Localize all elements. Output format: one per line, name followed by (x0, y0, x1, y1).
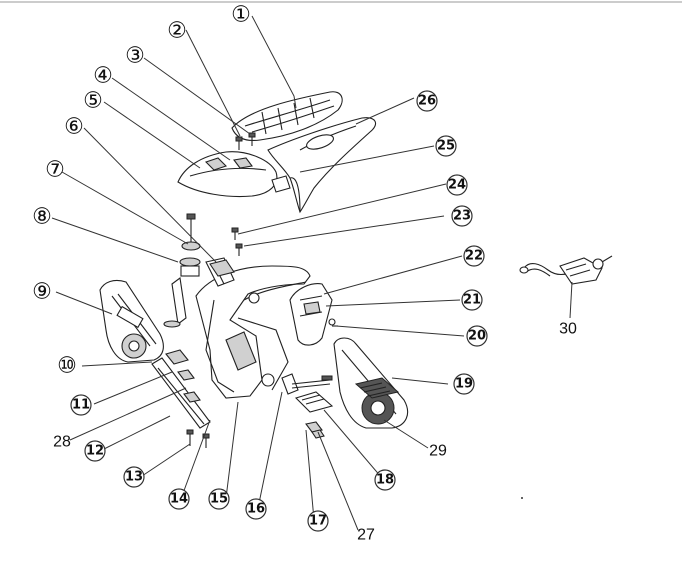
callout-6: ⑥ (64, 115, 84, 140)
callout-2: ② (167, 19, 187, 44)
callout-2-text: ② (167, 19, 187, 44)
callout-26: 26 (416, 90, 438, 112)
label-28: 28 (53, 434, 71, 451)
label-30: 30 (559, 321, 577, 338)
callout-4: ④ (93, 64, 113, 89)
rear-fender-part (267, 117, 377, 214)
left-panel-part (99, 279, 164, 363)
callout-9-text: ⑨ (32, 280, 52, 305)
callout-18-text: 18 (376, 473, 394, 488)
leader-lines (51, 15, 573, 531)
clamp-parts-part (209, 227, 243, 277)
callout-16-text: 16 (247, 502, 265, 517)
callout-16: 16 (245, 498, 267, 520)
callout-4-text: ④ (93, 64, 113, 89)
callout-6-text: ⑥ (64, 115, 84, 140)
callout-8: ⑧ (32, 205, 52, 230)
callout-15-text: 15 (210, 492, 228, 507)
callout-25: 25 (435, 135, 457, 157)
callout-23-text: 23 (453, 209, 471, 224)
callout-26-text: 26 (418, 94, 436, 109)
callout-8-text: ⑧ (32, 205, 52, 230)
callout-23: 23 (451, 205, 473, 227)
callout-22: 22 (463, 245, 485, 267)
callout-21-text: 21 (463, 293, 481, 308)
callout-12: 12 (84, 440, 106, 462)
side-panel-part (177, 151, 291, 197)
callout-1: ① (231, 3, 251, 28)
callout-5-text: ⑤ (83, 89, 103, 114)
callout-20-text: 20 (468, 329, 486, 344)
callout-11-text: 11 (72, 398, 90, 413)
callout-1-text: ① (231, 3, 251, 28)
callout-12-text: 12 (86, 444, 104, 459)
throttle-cable-part (519, 255, 613, 285)
right-side-panel-part (333, 337, 409, 429)
callout-17: 17 (307, 510, 329, 532)
callout-21: 21 (461, 289, 483, 311)
callout-19: 19 (453, 373, 475, 395)
callout-10: ⑩ (57, 354, 77, 379)
callout-24: 24 (446, 174, 468, 196)
right-footrest-part (281, 373, 334, 439)
callout-13: 13 (123, 466, 145, 488)
callout-13-text: 13 (125, 470, 143, 485)
callout-9: ⑨ (32, 280, 52, 305)
callout-14: 14 (168, 488, 190, 510)
seat-part (231, 91, 343, 142)
callout-24-text: 24 (448, 178, 466, 193)
label-29: 29 (429, 443, 447, 460)
callout-22-text: 22 (465, 249, 483, 264)
callout-19-text: 19 (455, 377, 473, 392)
callout-5: ⑤ (83, 89, 103, 114)
callout-25-text: 25 (437, 139, 455, 154)
label-27: 27 (357, 527, 375, 544)
right-upper-panel-part (289, 283, 338, 346)
callout-7-text: ⑦ (45, 158, 65, 183)
stray-dot (521, 497, 523, 499)
seat-bolts-part (235, 132, 256, 150)
callout-7: ⑦ (45, 158, 65, 183)
callout-3: ③ (125, 44, 145, 69)
left-footrest-part (151, 349, 211, 448)
callout-17-text: 17 (309, 514, 327, 529)
callout-20: 20 (466, 325, 488, 347)
callout-10-text: ⑩ (57, 354, 77, 379)
callout-3-text: ③ (125, 44, 145, 69)
callout-11: 11 (70, 394, 92, 416)
callout-18: 18 (374, 469, 396, 491)
callout-15: 15 (208, 488, 230, 510)
callout-14-text: 14 (170, 492, 188, 507)
fork-stem-part (163, 213, 201, 328)
